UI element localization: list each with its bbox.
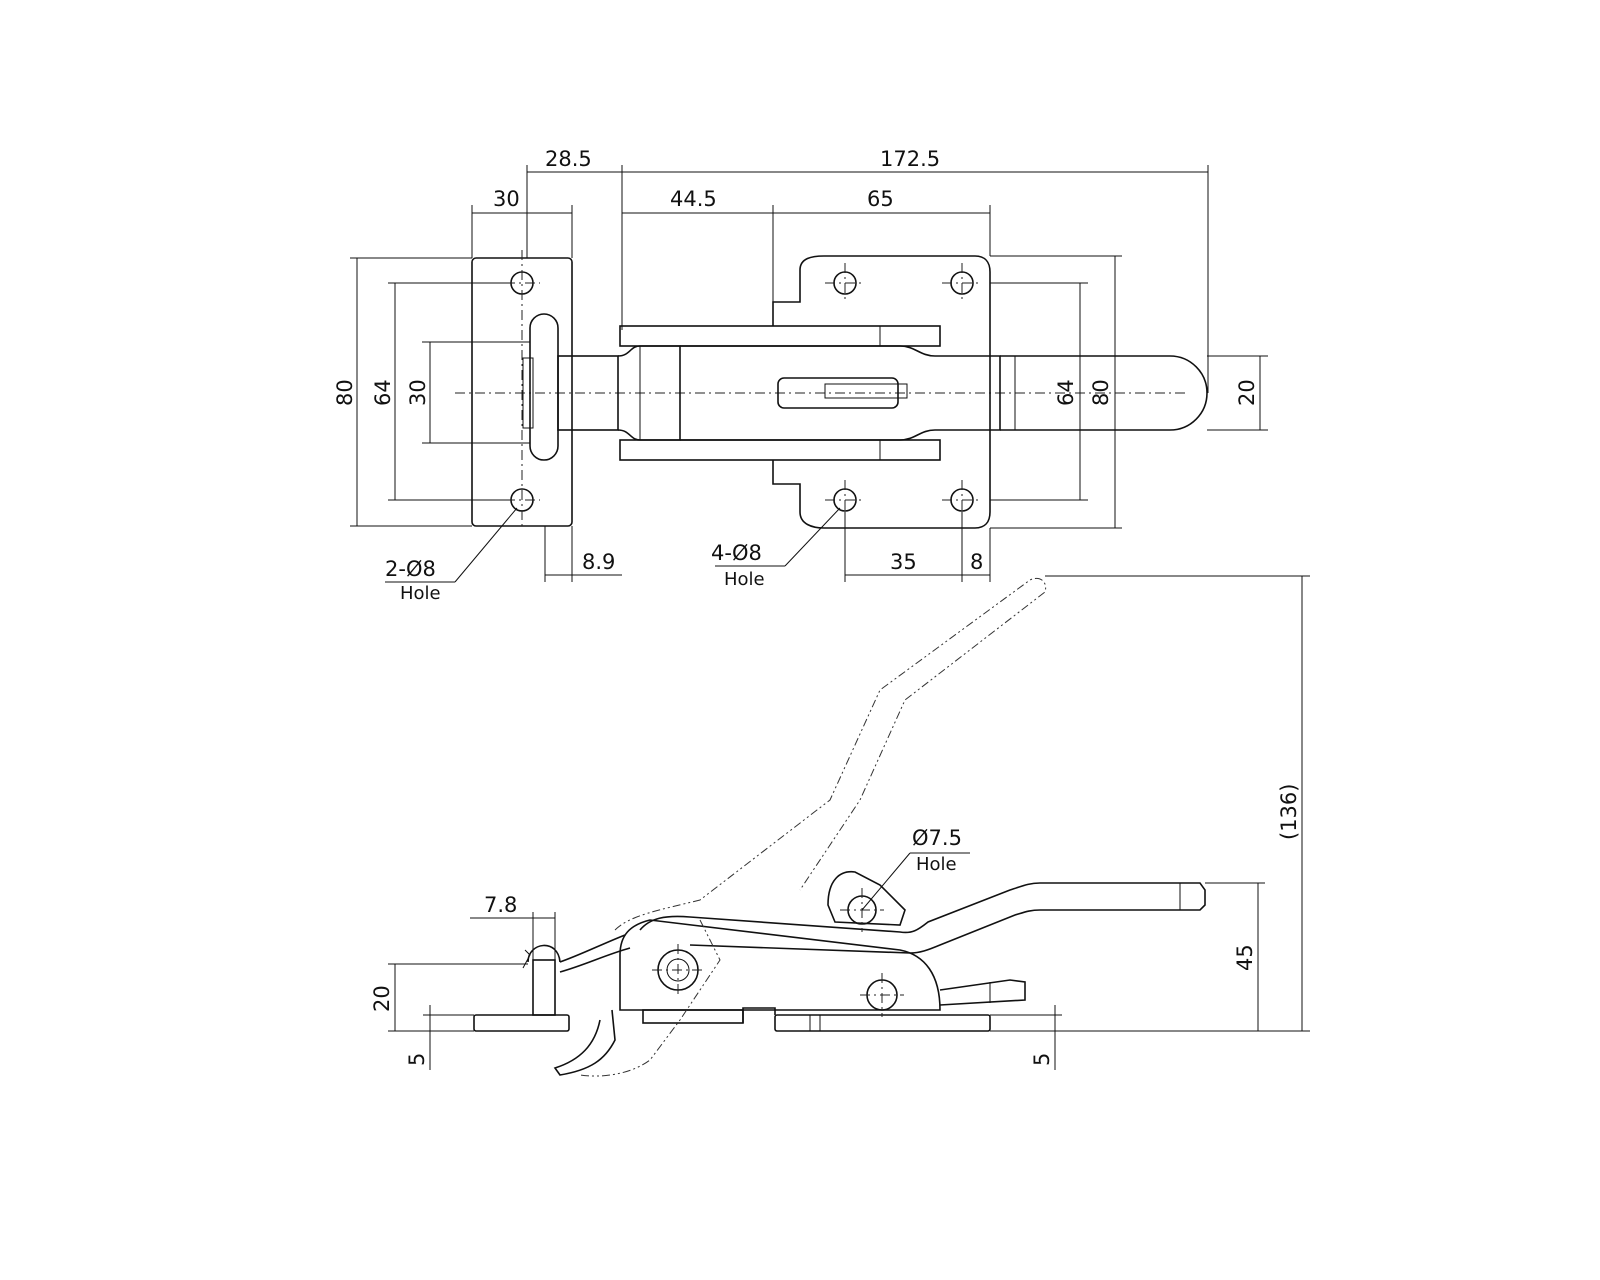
dim-65: 65 <box>867 187 894 211</box>
dim-5-left: 5 <box>405 1053 429 1066</box>
handle-closed <box>553 871 1206 1076</box>
callout-left-holes-sub: Hole <box>400 583 441 604</box>
side-view: 7.8 20 5 5 45 (136) Ø7.5 Hole <box>370 575 1310 1077</box>
catch-slot <box>529 313 559 461</box>
top-view: 28.5 172.5 30 44.5 65 80 64 30 64 80 20 … <box>333 147 1268 604</box>
callout-pivot-hole: Ø7.5 <box>912 826 962 850</box>
clamp-body-side <box>619 919 1026 1017</box>
dim-20-right: 20 <box>1235 379 1259 406</box>
dim-80-left: 80 <box>333 379 357 406</box>
dim-28-5: 28.5 <box>545 147 592 171</box>
dim-30-top: 30 <box>493 187 520 211</box>
dim-64-right: 64 <box>1054 379 1078 406</box>
dim-45: 45 <box>1233 944 1257 971</box>
dim-136: (136) <box>1277 784 1301 840</box>
catch-plate-top <box>471 250 573 530</box>
side-dimensions <box>388 575 1310 1070</box>
callout-pivot-hole-sub: Hole <box>916 854 957 875</box>
callout-base-holes-sub: Hole <box>724 569 765 590</box>
base-plate-top <box>772 255 991 529</box>
dim-44-5: 44.5 <box>670 187 717 211</box>
base-plate-side <box>642 1007 991 1032</box>
dim-8-9: 8.9 <box>582 550 615 574</box>
handle-open-phantom <box>579 577 1047 1077</box>
dim-20: 20 <box>370 985 394 1012</box>
dim-5-right: 5 <box>1030 1053 1054 1066</box>
callout-left-holes: 2-Ø8 <box>385 557 436 581</box>
dim-172-5: 172.5 <box>880 147 940 171</box>
dim-30-left: 30 <box>406 379 430 406</box>
dim-64-left: 64 <box>371 379 395 406</box>
dim-8: 8 <box>970 550 983 574</box>
guide-bars <box>619 325 941 461</box>
callout-base-holes: 4-Ø8 <box>711 541 762 565</box>
dim-80-right: 80 <box>1089 379 1113 406</box>
top-dimensions <box>350 165 1268 583</box>
dim-7-8: 7.8 <box>484 893 517 917</box>
catch-plate-side <box>473 944 570 1032</box>
dim-35: 35 <box>890 550 917 574</box>
